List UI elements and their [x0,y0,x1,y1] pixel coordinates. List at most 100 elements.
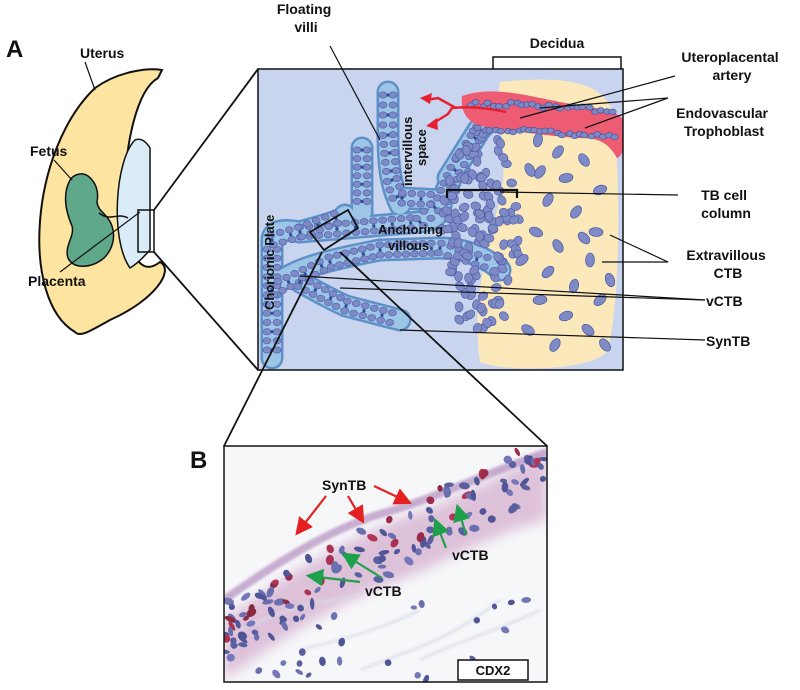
extravillous-cell [604,272,616,288]
villus-nucleus [270,288,274,292]
floating-villi-label: Floating villi [277,1,335,35]
villus-nucleus [328,260,332,264]
villus-cell [419,222,428,230]
villus-nucleus [361,252,365,256]
cdx2-micrograph: SynTB vCTB vCTB CDX2 [223,445,548,683]
villus-nucleus [473,136,477,140]
micro-nucleus [304,553,313,564]
micro-nucleus [539,475,547,482]
villus-cell [362,172,372,180]
stroma-nucleus [319,656,326,667]
column-cell [442,224,453,234]
tb-column-line-1: TB cell [701,187,747,203]
floating-line-2: villi [294,19,317,35]
chorionic-plate-label: Chorionic Plate [262,215,277,310]
micro-nucleus [459,482,470,490]
cdx2-positive-nucleus [224,615,236,623]
villus-cell [284,226,294,234]
endovascular-cell [483,99,492,107]
villus-cell [436,187,446,195]
villus-cell [378,101,388,109]
column-cell [475,231,485,242]
villus-cell [385,186,395,194]
endovascular-cell [557,131,566,139]
endovascular-cell [471,99,480,106]
stroma-nucleus [338,637,346,647]
extravillous-cell [599,338,611,352]
anchoring-line-2: villous [388,238,429,253]
uteroplacental-line-1: Uteroplacental [681,49,778,65]
anchoring-villous-label: Anchoring villous [378,222,447,253]
cdx2-positive-nucleus [243,615,250,621]
zoom-line-bottom [153,251,259,371]
extravillous-cell [534,165,546,179]
villus-cell [379,226,388,234]
villus-cell [397,189,407,197]
stroma-nucleus [330,612,338,621]
villus-cell [323,231,333,239]
villus-cell [272,309,282,317]
micro-nucleus [470,489,476,502]
syntb-label: SynTB [706,333,750,349]
endovascular-cell [580,132,589,139]
placenta-shape [116,138,151,270]
villus-nucleus [409,221,413,225]
villus-cell [333,219,343,227]
column-cell [458,202,470,212]
villus-cell [390,149,399,157]
stroma-nucleus [296,660,303,667]
villus-cell [349,309,359,317]
micro-nucleus [426,526,435,534]
column-cell [472,156,482,167]
villus-cell [269,290,279,298]
micro-nucleus [487,515,496,523]
stroma-nucleus [507,599,515,606]
villus-cell [412,215,421,223]
villus-cell [426,214,436,222]
villus-nucleus [360,199,364,203]
placenta-leader [59,211,141,273]
stroma-fibers [239,594,541,672]
extravillous-cell [570,205,582,219]
extravillous-cell [549,338,561,352]
micro-nucleus [520,484,531,491]
column-cell [493,251,503,262]
villus-cell [316,294,326,302]
villus-cell [331,302,341,310]
micro-nucleus [393,548,401,555]
villus-cell [329,210,339,218]
villus-cell [391,158,400,166]
micro-nucleus [300,613,306,621]
villus-cell [342,297,352,305]
extravillous-cell [585,252,595,268]
villus-cell [360,302,370,310]
micro-nucleus [404,556,414,566]
extravillous-cell [529,226,543,238]
extravillous-cell [542,193,554,207]
column-cell [465,309,476,320]
extravillous-cell [568,278,580,294]
column-cell [506,178,517,188]
callout-lines [299,45,706,341]
micro-nucleus [379,528,388,537]
villus-cell [336,294,345,302]
endovascular-cell [502,103,510,110]
villus-cell [378,111,388,119]
villus-cell [262,328,272,336]
villus-cell [352,197,362,205]
column-cell [439,195,449,206]
villus-cell [388,194,397,202]
villus-cell [369,227,379,235]
villus-cell [272,263,282,271]
stroma-nucleus [284,603,295,609]
micro-nucleus [469,524,480,532]
villus-cell [385,318,395,326]
vctb-arrows [305,503,471,587]
villus-nucleus [418,220,422,224]
villus-nucleus [298,230,302,234]
cdx2-positive-nucleus [326,544,334,554]
villus-cell [368,253,378,261]
stroma-nucleus [384,659,392,667]
micro-nucleus [537,462,544,470]
